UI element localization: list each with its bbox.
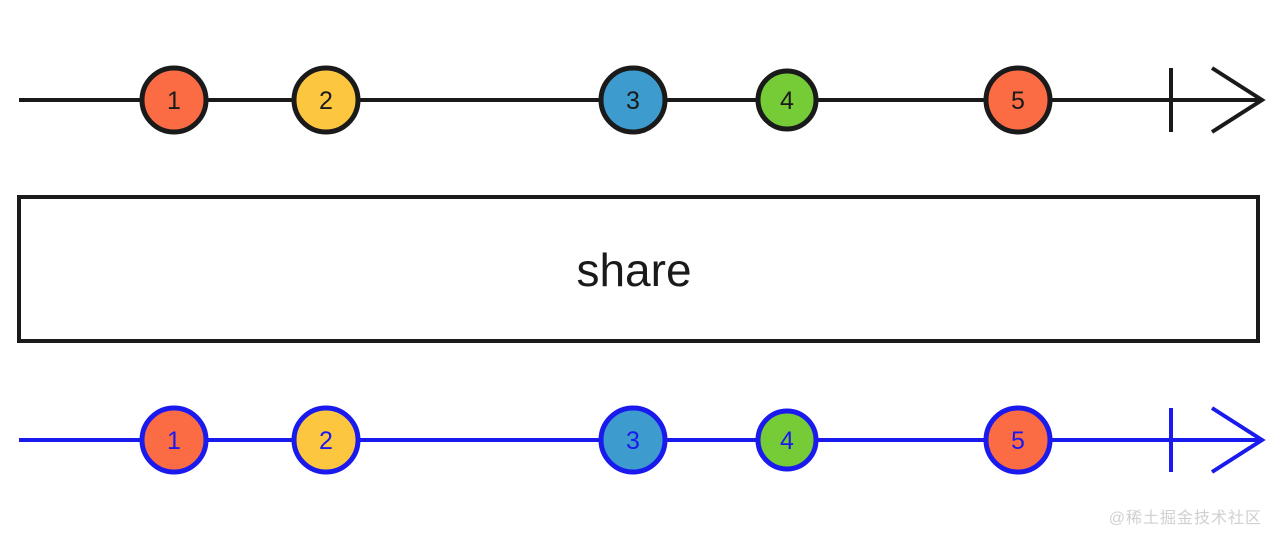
result-marble-1[interactable]: 1: [139, 405, 209, 475]
operator-box-group[interactable]: share: [17, 195, 1260, 343]
result-marble-label: 3: [626, 427, 640, 455]
source-marble-circle[interactable]: [983, 65, 1053, 135]
source-marble-4[interactable]: 4: [755, 68, 819, 132]
result-arrow-head-icon: [1210, 406, 1266, 474]
result-marble-circle[interactable]: [139, 405, 209, 475]
result-marble-3[interactable]: 3: [598, 405, 668, 475]
operator-label: share: [576, 244, 691, 296]
result-marble-4[interactable]: 4: [755, 408, 819, 472]
result-marble-2[interactable]: 2: [291, 405, 361, 475]
source-marble-2[interactable]: 2: [291, 65, 361, 135]
result-marble-label: 4: [780, 427, 794, 455]
source-marble-circle[interactable]: [755, 68, 819, 132]
source-marble-label: 2: [319, 87, 333, 115]
result-marble-5[interactable]: 5: [983, 405, 1053, 475]
operator-box[interactable]: [17, 195, 1260, 343]
source-marble-circle[interactable]: [598, 65, 668, 135]
result-marble-circle[interactable]: [983, 405, 1053, 475]
watermark-label: @稀土掘金技术社区: [1108, 510, 1262, 527]
source-arrow-head-icon: [1210, 66, 1266, 134]
source-marble-3[interactable]: 3: [598, 65, 668, 135]
source-marble-label: 1: [167, 87, 181, 115]
source-marble-circle[interactable]: [139, 65, 209, 135]
source-marble-label: 3: [626, 87, 640, 115]
result-marble-circle[interactable]: [598, 405, 668, 475]
result-marble-label: 5: [1011, 427, 1025, 455]
result-marble-circle[interactable]: [291, 405, 361, 475]
result-marble-label: 1: [167, 427, 181, 455]
result-marble-list: 1 2 3 4 5: [139, 405, 1053, 475]
source-marble-label: 4: [780, 87, 794, 115]
source-stream-group: 1 2 3 4 5: [19, 65, 1266, 135]
result-marble-label: 2: [319, 427, 333, 455]
source-marble-1[interactable]: 1: [139, 65, 209, 135]
source-marble-list: 1 2 3 4 5: [139, 65, 1053, 135]
result-stream-group: 1 2 3 4 5: [19, 405, 1266, 475]
source-marble-5[interactable]: 5: [983, 65, 1053, 135]
source-marble-circle[interactable]: [291, 65, 361, 135]
source-marble-label: 5: [1011, 87, 1025, 115]
result-marble-circle[interactable]: [755, 408, 819, 472]
